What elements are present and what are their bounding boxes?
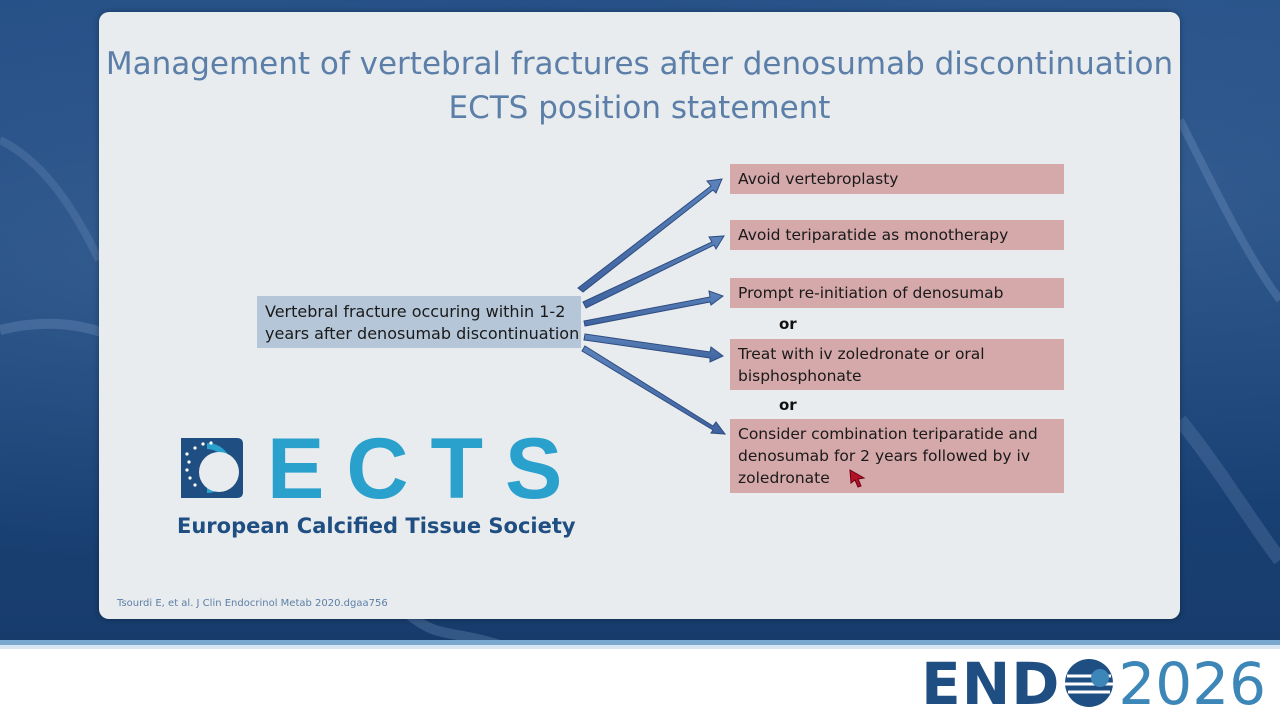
option-avoid-teriparatide: Avoid teriparatide as monotherapy — [730, 220, 1064, 250]
footer-bar: END 2026 — [0, 640, 1280, 720]
or-connector-2: or — [779, 396, 797, 414]
citation: Tsourdi E, et al. J Clin Endocrinol Meta… — [117, 598, 388, 609]
endo-2026-logo: END 2026 — [921, 654, 1266, 714]
arrow-to-option-1 — [577, 178, 723, 293]
endo-logo-left: END — [921, 650, 1061, 718]
slide-card: Management of vertebral fractures after … — [99, 12, 1180, 619]
option-zoledronate-bisphosphonate: Treat with iv zoledronate or oral bispho… — [730, 339, 1064, 390]
ects-logo: ECTS European Calcified Tissue Society — [175, 421, 576, 542]
slide-title: Management of vertebral fractures after … — [99, 42, 1180, 130]
source-box: Vertebral fracture occuring within 1-2 y… — [257, 296, 581, 348]
arrow-to-option-3 — [583, 290, 725, 327]
ects-emblem-icon — [181, 438, 243, 498]
mouse-pointer-icon — [849, 469, 866, 488]
arrow-to-option-4 — [583, 333, 724, 363]
ects-logo-wordmark: ECTS — [267, 421, 585, 517]
diagram-arrows — [577, 178, 727, 435]
option-combination-therapy: Consider combination teriparatide and de… — [730, 419, 1064, 493]
ects-logo-subtitle: European Calcified Tissue Society — [177, 514, 576, 538]
arrow-to-option-5 — [581, 345, 727, 435]
option-avoid-vertebroplasty: Avoid vertebroplasty — [730, 164, 1064, 194]
title-line-2: ECTS position statement — [448, 90, 831, 126]
endo-logo-year: 2026 — [1118, 650, 1266, 718]
footer-stripe — [0, 640, 1280, 645]
or-connector-1: or — [779, 315, 797, 333]
arrow-to-option-2 — [582, 235, 725, 309]
globe-icon — [1065, 659, 1114, 707]
option-reinitiate-denosumab: Prompt re-initiation of denosumab — [730, 278, 1064, 308]
footer-stripe-light — [0, 645, 1280, 649]
title-line-1: Management of vertebral fractures after … — [105, 46, 1174, 82]
